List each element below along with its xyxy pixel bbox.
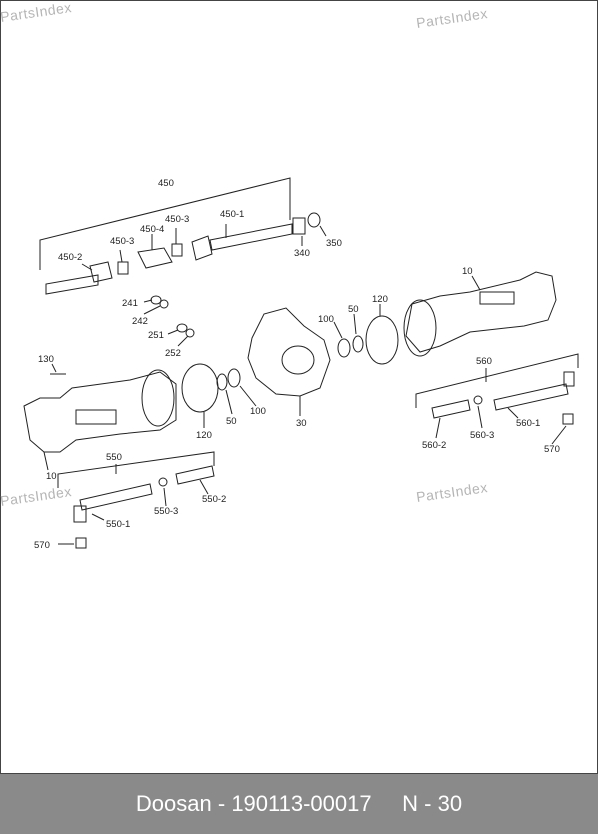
label-120-left: 120 [196, 430, 212, 441]
part-450-3-left [117, 261, 129, 275]
footer-separator: - [211, 791, 232, 816]
part-560-2 [431, 399, 471, 419]
label-30: 30 [296, 418, 307, 429]
label-350: 350 [326, 238, 342, 249]
label-560: 560 [476, 356, 492, 367]
part-550-3 [158, 477, 168, 487]
right-axle-housing [405, 271, 557, 353]
label-550-3: 550-3 [154, 506, 178, 517]
label-450-3: 450-3 [110, 236, 134, 247]
housing-flange [141, 369, 175, 427]
part-labels: 450 450-1 450-3 450-4 450-3 450-2 340 35… [34, 178, 560, 551]
label-450-4: 450-4 [140, 224, 164, 235]
bracket-560 [415, 353, 579, 408]
footer-page-ref: N - 30 [402, 791, 463, 816]
label-100-right: 100 [318, 314, 334, 325]
part-242 [159, 299, 169, 309]
part-450-1-yoke [191, 235, 213, 261]
bearing-100-left [227, 368, 241, 388]
oring-50-left [216, 373, 228, 391]
part-550-1-end [73, 505, 87, 523]
footer-part-number: 190113-00017 [231, 791, 372, 816]
label-10-right: 10 [462, 266, 473, 277]
part-560-1-end [563, 371, 575, 387]
label-550-2: 550-2 [202, 494, 226, 505]
label-100-left: 100 [250, 406, 266, 417]
differential-bore [281, 345, 315, 375]
oring-50-right [352, 335, 364, 353]
bracket-450 [39, 177, 291, 270]
bearing-100-right [337, 338, 351, 358]
housing-plate-right [479, 291, 515, 305]
label-550-1: 550-1 [106, 519, 130, 530]
label-252: 252 [165, 348, 181, 359]
part-450-2-shaft [45, 274, 99, 295]
differential-housing-30 [247, 307, 331, 397]
label-560-2: 560-2 [422, 440, 446, 451]
label-560-1: 560-1 [516, 418, 540, 429]
part-251 [176, 323, 188, 333]
exploded-axle-diagram: 450 450-1 450-3 450-4 450-3 450-2 340 35… [23, 177, 579, 551]
housing-flange-right [403, 299, 437, 357]
label-450-2: 450-2 [58, 252, 82, 263]
label-450-1: 450-1 [220, 209, 244, 220]
label-10-left: 10 [46, 471, 57, 482]
part-241 [150, 295, 162, 305]
footer-bar: Doosan - 190113-00017 N - 30 [0, 774, 598, 834]
part-340 [292, 217, 306, 235]
footer-brand: Doosan [135, 791, 212, 816]
part-450-3-right [171, 243, 183, 257]
part-550-2 [175, 465, 215, 485]
part-450-4 [137, 247, 173, 269]
label-130: 130 [38, 354, 54, 365]
label-50-left: 50 [226, 416, 237, 427]
oring-120-left [181, 363, 219, 413]
label-550: 550 [106, 452, 122, 463]
part-450-2-yoke [89, 261, 113, 283]
part-550-1 [79, 483, 153, 511]
part-560-1 [493, 383, 569, 411]
label-560-3: 560-3 [470, 430, 494, 441]
label-251: 251 [148, 330, 164, 341]
label-340: 340 [294, 248, 310, 259]
label-242: 242 [132, 316, 148, 327]
nut-570-left [75, 537, 87, 549]
nut-570-right [562, 413, 574, 425]
label-450-3: 450-3 [165, 214, 189, 225]
label-241: 241 [122, 298, 138, 309]
part-252 [185, 328, 195, 338]
left-axle-housing [23, 371, 177, 453]
footer-gap [372, 791, 403, 817]
bracket-550 [57, 451, 215, 488]
part-560-3 [473, 395, 483, 405]
label-570-right: 570 [544, 444, 560, 455]
label-450: 450 [158, 178, 174, 189]
label-120-right: 120 [372, 294, 388, 305]
part-350 [307, 212, 321, 228]
oring-120-right [365, 315, 399, 365]
label-50-right: 50 [348, 304, 359, 315]
housing-plate [75, 409, 117, 425]
label-570-left: 570 [34, 540, 50, 551]
part-450-1-shaft [209, 223, 293, 251]
diagram-frame [0, 0, 598, 774]
